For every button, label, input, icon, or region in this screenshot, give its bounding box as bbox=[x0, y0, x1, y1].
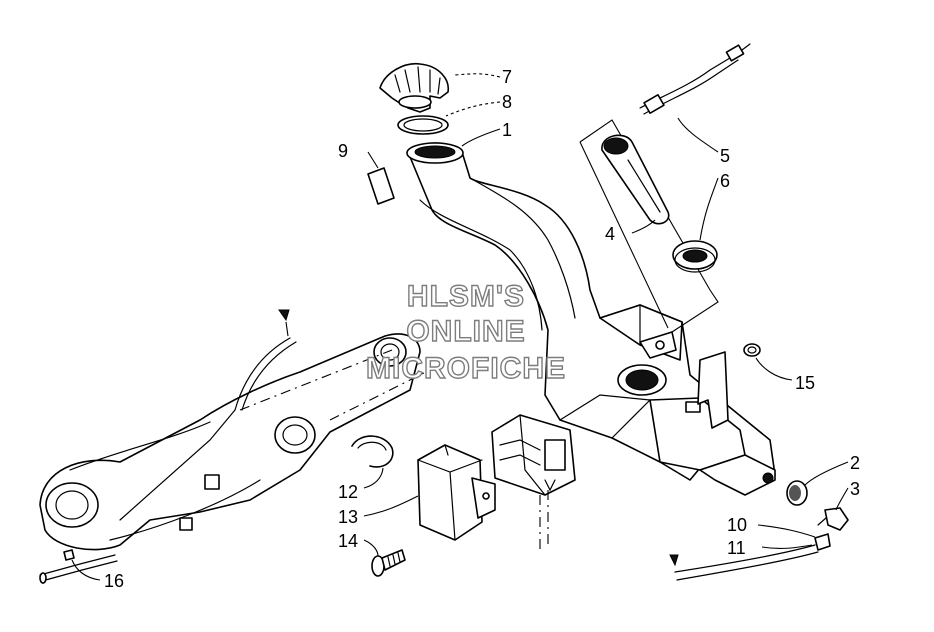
part-16-hose bbox=[39, 549, 118, 584]
leader-lines bbox=[71, 73, 849, 581]
watermark-line-2: ONLINE bbox=[406, 315, 525, 348]
callout-3: 3 bbox=[850, 479, 860, 499]
frame-section bbox=[39, 333, 431, 551]
watermark: HLSM'S ONLINE MICROFICHE bbox=[365, 279, 566, 385]
part-7-cap bbox=[379, 63, 449, 113]
callout-16: 16 bbox=[104, 571, 124, 591]
part-12-clamp bbox=[351, 435, 394, 468]
callout-2: 2 bbox=[850, 453, 860, 473]
part-13-cover bbox=[417, 444, 496, 541]
fuel-pump-assembly bbox=[491, 414, 576, 550]
mounting-bracket bbox=[639, 331, 729, 429]
callout-8: 8 bbox=[502, 92, 512, 112]
vent-hose-left bbox=[234, 309, 297, 411]
sender-assembly bbox=[579, 43, 751, 333]
callout-10: 10 bbox=[727, 515, 747, 535]
part-2-grommet bbox=[786, 480, 808, 506]
callout-14: 14 bbox=[338, 531, 358, 551]
callout-13: 13 bbox=[338, 507, 358, 527]
part-9-decal bbox=[367, 151, 395, 205]
fuel-tank bbox=[406, 142, 776, 496]
part-3-fitting bbox=[817, 507, 849, 531]
callout-5: 5 bbox=[720, 146, 730, 166]
watermark-line-1: HLSM'S bbox=[407, 280, 525, 313]
callout-15: 15 bbox=[795, 373, 815, 393]
callout-7: 7 bbox=[502, 67, 512, 87]
callout-1: 1 bbox=[502, 120, 512, 140]
callout-4: 4 bbox=[605, 224, 615, 244]
callout-11: 11 bbox=[727, 538, 746, 558]
part-14-bolt bbox=[371, 549, 406, 577]
part-8-gasket bbox=[397, 115, 449, 135]
callout-12: 12 bbox=[338, 482, 358, 502]
watermark-line-3: MICROFICHE bbox=[366, 352, 566, 385]
callout-6: 6 bbox=[720, 171, 730, 191]
callout-labels: 7 8 1 9 5 6 4 15 2 3 10 11 12 13 14 16 bbox=[104, 67, 860, 591]
callout-9: 9 bbox=[338, 141, 348, 161]
part-15-grommet bbox=[743, 343, 761, 357]
part-11-hose bbox=[669, 533, 831, 581]
